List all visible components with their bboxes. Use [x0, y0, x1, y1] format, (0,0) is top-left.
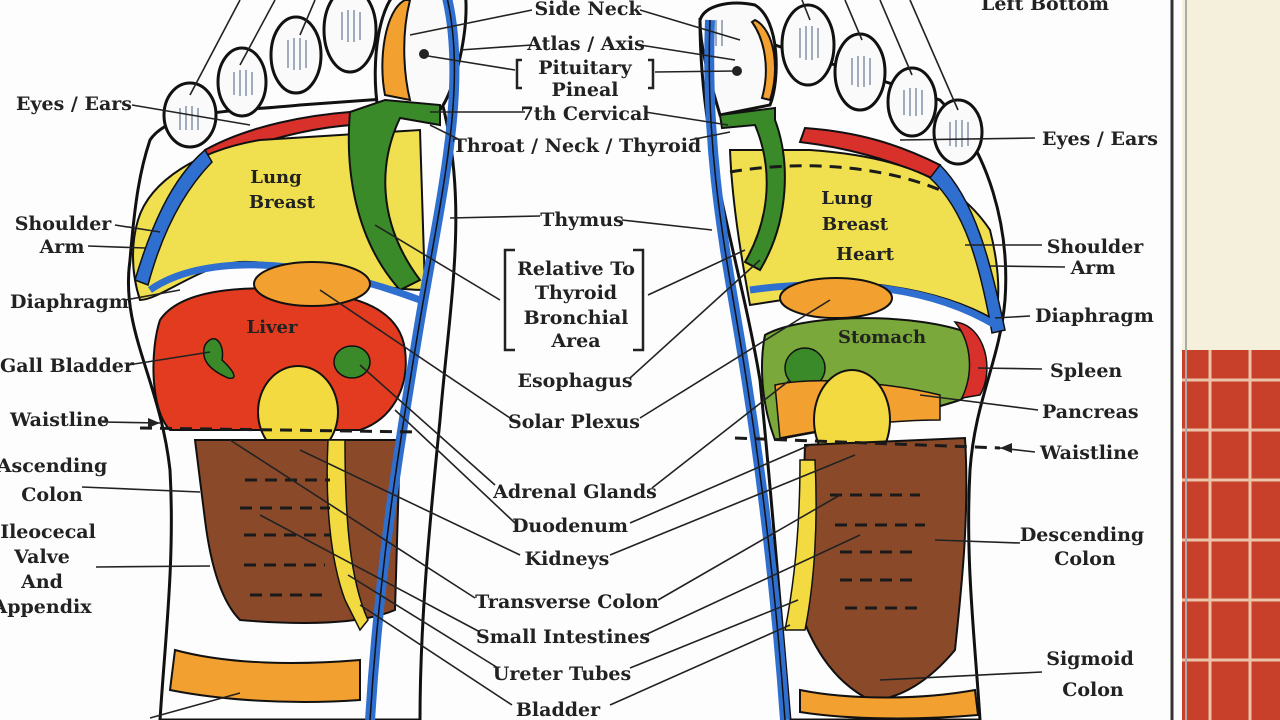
label-relative-4: Area [550, 330, 600, 352]
right-waistline-arrow [1000, 443, 1012, 453]
label-left-diaphragm: Diaphragm [10, 291, 129, 313]
left-lung-label: Lung [250, 167, 302, 188]
left-toe-3 [269, 15, 323, 95]
rug-pattern [1180, 350, 1280, 720]
left-solar-plexus-zone [253, 261, 371, 307]
floor-rug [1180, 350, 1280, 720]
label-sigmoid-2: Colon [1062, 679, 1124, 701]
liver-label: Liver [247, 317, 298, 338]
label-relative-1: Relative To [517, 258, 635, 280]
left-toe-4 [216, 46, 268, 118]
label-left-waistline: Waistline [9, 409, 109, 431]
label-throat: Throat / Neck / Thyroid [453, 135, 701, 157]
left-liver-zone [152, 287, 407, 431]
label-pineal: Pineal [552, 79, 619, 101]
label-ileo-3: And [20, 571, 63, 593]
right-side-neck-zone [750, 18, 776, 102]
label-adrenal-glands: Adrenal Glands [492, 481, 657, 503]
label-side-neck: Side Neck [534, 0, 642, 20]
right-toe-3 [833, 32, 887, 112]
label-bladder: Bladder [516, 699, 601, 720]
right-toe-2 [780, 3, 836, 87]
label-relative-3: Bronchial [524, 307, 629, 329]
corner-title: Left Bottom [981, 0, 1109, 15]
label-right-eyes-ears: Eyes / Ears [1042, 128, 1158, 150]
label-pituitary: Pituitary [538, 57, 632, 79]
left-colon-dashes [240, 478, 330, 597]
label-transverse-colon: Transverse Colon [475, 591, 659, 613]
label-descending-1: Descending [1020, 524, 1144, 546]
label-duodenum: Duodenum [512, 515, 628, 537]
left-throat-zone [347, 98, 441, 292]
right-colon-dashes [830, 493, 925, 610]
label-ileo-1: Ileocecal [0, 521, 96, 543]
label-right-arm: Arm [1070, 257, 1116, 279]
label-solar-plexus: Solar Plexus [508, 411, 640, 433]
label-right-shoulder: Shoulder [1047, 236, 1145, 258]
label-esophagus: Esophagus [517, 370, 632, 392]
right-spleen-zone [953, 321, 988, 399]
left-toe-hatching [179, 10, 361, 130]
label-pancreas: Pancreas [1042, 401, 1139, 423]
label-kidneys: Kidneys [525, 548, 610, 570]
left-heel-zone [168, 648, 361, 703]
right-toe-5 [932, 98, 984, 166]
right-colon-zone [798, 436, 968, 702]
label-ascending-1: Ascending [0, 455, 107, 477]
label-ileo-2: Valve [13, 546, 70, 568]
label-left-shoulder: Shoulder [15, 213, 113, 235]
right-spine-edge [708, 19, 786, 720]
left-toe-2 [322, 0, 378, 74]
label-small-intestines: Small Intestines [476, 626, 650, 648]
left-waistline-arrow [148, 418, 160, 428]
left-adrenal-zone [333, 345, 371, 379]
left-gall-bladder-zone [203, 338, 235, 380]
right-heart-dash [729, 164, 941, 192]
label-ureter-tubes: Ureter Tubes [493, 663, 631, 685]
right-solar-plexus-zone [779, 277, 893, 319]
left-shoulder-stripe [134, 148, 213, 286]
label-left-eyes-ears: Eyes / Ears [16, 93, 132, 115]
label-descending-2: Colon [1054, 548, 1116, 570]
left-foot: Lung Breast Liver [126, 0, 468, 720]
label-ileo-4: Appendix [0, 596, 92, 618]
right-shoulder-stripe [928, 163, 1006, 334]
label-relative-2: Thyroid [535, 282, 617, 304]
label-thymus: Thymus [540, 209, 624, 231]
label-sigmoid-1: Sigmoid [1046, 648, 1134, 670]
label-7th-cervical: 7th Cervical [520, 103, 649, 125]
left-spine-edge [369, 0, 456, 720]
left-pituitary-dot [419, 49, 429, 59]
label-ascending-2: Colon [21, 484, 83, 506]
heart-label: Heart [836, 244, 895, 265]
right-toe-4 [886, 66, 938, 138]
label-spleen: Spleen [1050, 360, 1122, 382]
right-breast-label: Breast [822, 214, 889, 235]
label-left-arm: Arm [39, 236, 85, 258]
left-side-neck-zone [381, 0, 412, 102]
left-waistline-dash [139, 426, 421, 434]
label-right-diaphragm: Diaphragm [1035, 305, 1154, 327]
right-pituitary-dot [732, 66, 742, 76]
left-breast-label: Breast [249, 192, 316, 213]
left-diaphragm-line [147, 261, 422, 304]
stomach-label: Stomach [838, 327, 926, 348]
brackets [503, 58, 655, 352]
right-lung-label: Lung [821, 188, 873, 209]
label-atlas-axis: Atlas / Axis [526, 33, 645, 55]
label-right-waistline: Waistline [1039, 442, 1139, 464]
leader-lines [81, 0, 1066, 719]
right-heel-zone [799, 688, 980, 720]
label-gall-bladder: Gall Bladder [0, 355, 135, 377]
wall [1180, 0, 1280, 350]
right-waistline-dash [734, 436, 1001, 450]
